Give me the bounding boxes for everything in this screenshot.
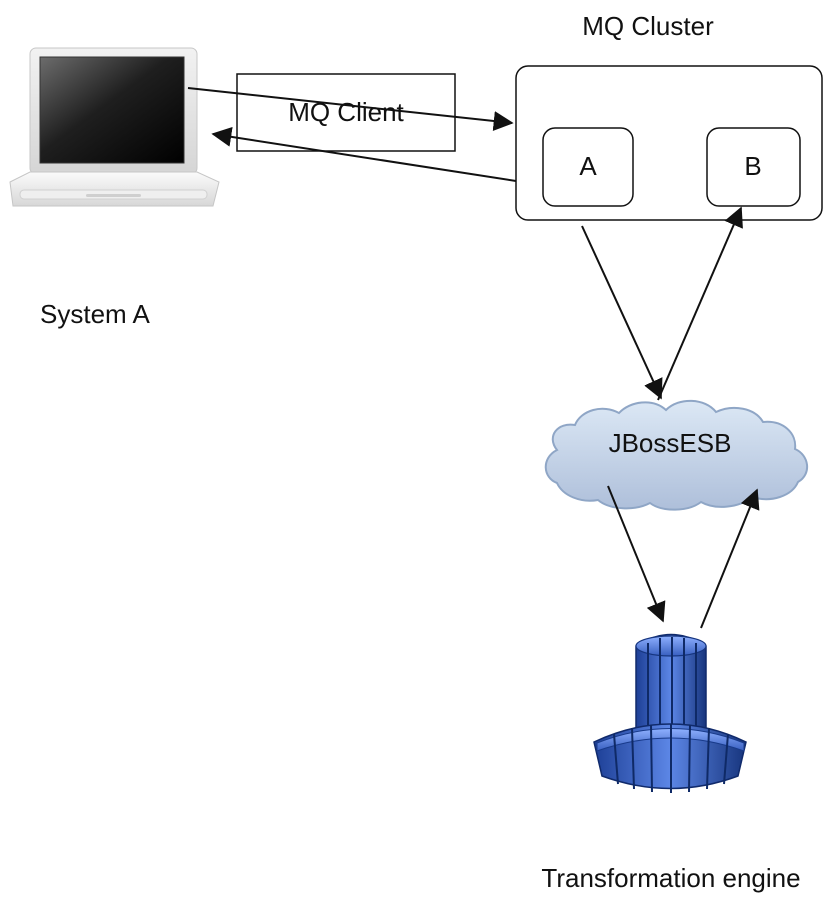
- cluster-node-a-label: A: [579, 151, 597, 181]
- cloud-icon: JBossESB: [544, 399, 808, 511]
- arrow-jbossesb-to-transformation-engine: [607, 485, 666, 623]
- mq-client-label: MQ Client: [288, 97, 404, 127]
- arrow-system-a-to-mq-cluster: [187, 87, 514, 131]
- arrow-transformation-engine-to-jbossesb: [700, 488, 760, 629]
- cluster-node-a: A: [542, 127, 634, 207]
- system-a-label: System A: [40, 299, 150, 329]
- arrow-jbossesb-to-node-b: [657, 206, 743, 401]
- cluster-node-b-label: B: [744, 151, 761, 181]
- arrow-node-a-to-jbossesb: [581, 225, 663, 400]
- arrow-mq-cluster-to-system-a: [211, 126, 517, 182]
- cluster-node-b: B: [706, 127, 801, 207]
- laptop-icon: [9, 47, 220, 207]
- jbossesb-label: JBossESB: [609, 428, 732, 458]
- mq-cluster-title: MQ Cluster: [582, 11, 714, 41]
- transformation-engine-label: Transformation engine: [541, 863, 800, 893]
- server-tower-icon: [593, 633, 747, 793]
